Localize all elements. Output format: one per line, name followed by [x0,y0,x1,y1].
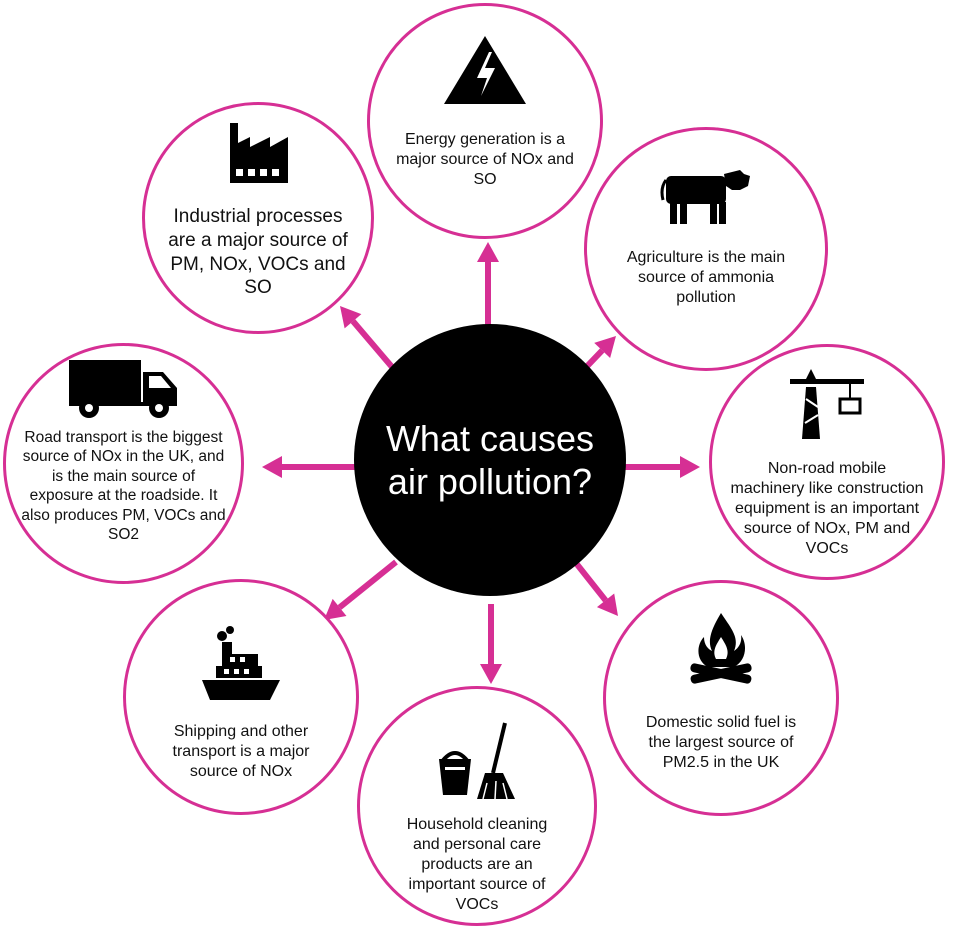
source-text-road: Road transport is the biggest source of … [21,429,226,543]
source-bubble-industrial: Industrial processes are a major source … [142,102,374,334]
source-bubble-energy: Energy generation is a major source of N… [367,3,603,239]
source-text-industrial: Industrial processes are a major source … [168,206,348,299]
source-text-energy: Energy generation is a major source of N… [396,131,574,188]
source-bubble-nonroad: Non-road mobile machinery like construct… [709,344,945,580]
source-text-household: Household cleaning and personal care pro… [406,816,548,913]
arrow-to-domestic [569,556,618,616]
source-bubble-shipping: Shipping and other transport is a major … [123,579,359,815]
bucket-broom-icon [439,722,515,800]
center-title: What causes air pollution? [385,417,595,502]
factory-icon [230,123,288,183]
fire-icon [690,613,752,684]
source-text-nonroad: Non-road mobile machinery like construct… [730,460,924,557]
source-text-domestic: Domestic solid fuel is the largest sourc… [645,714,797,771]
arrow-to-industrial [340,306,401,376]
ship-icon [202,626,280,700]
lightning-icon [444,36,526,104]
arrow-to-nonroad [616,456,700,478]
arrow-to-shipping [324,559,398,620]
arrow-to-road [262,456,356,478]
center-hub: What causes air pollution? [354,324,626,596]
source-bubble-agriculture: Agriculture is the main source of ammoni… [584,127,828,371]
crane-icon [790,369,864,439]
source-bubble-household: Household cleaning and personal care pro… [357,686,597,926]
cow-icon [660,170,750,224]
source-bubble-domestic: Domestic solid fuel is the largest sourc… [603,580,839,816]
source-bubble-road: Road transport is the biggest source of … [3,343,244,584]
arrow-to-household [480,604,502,684]
source-text-agriculture: Agriculture is the main source of ammoni… [626,249,786,306]
truck-icon [68,360,177,418]
source-text-shipping: Shipping and other transport is a major … [172,723,310,780]
